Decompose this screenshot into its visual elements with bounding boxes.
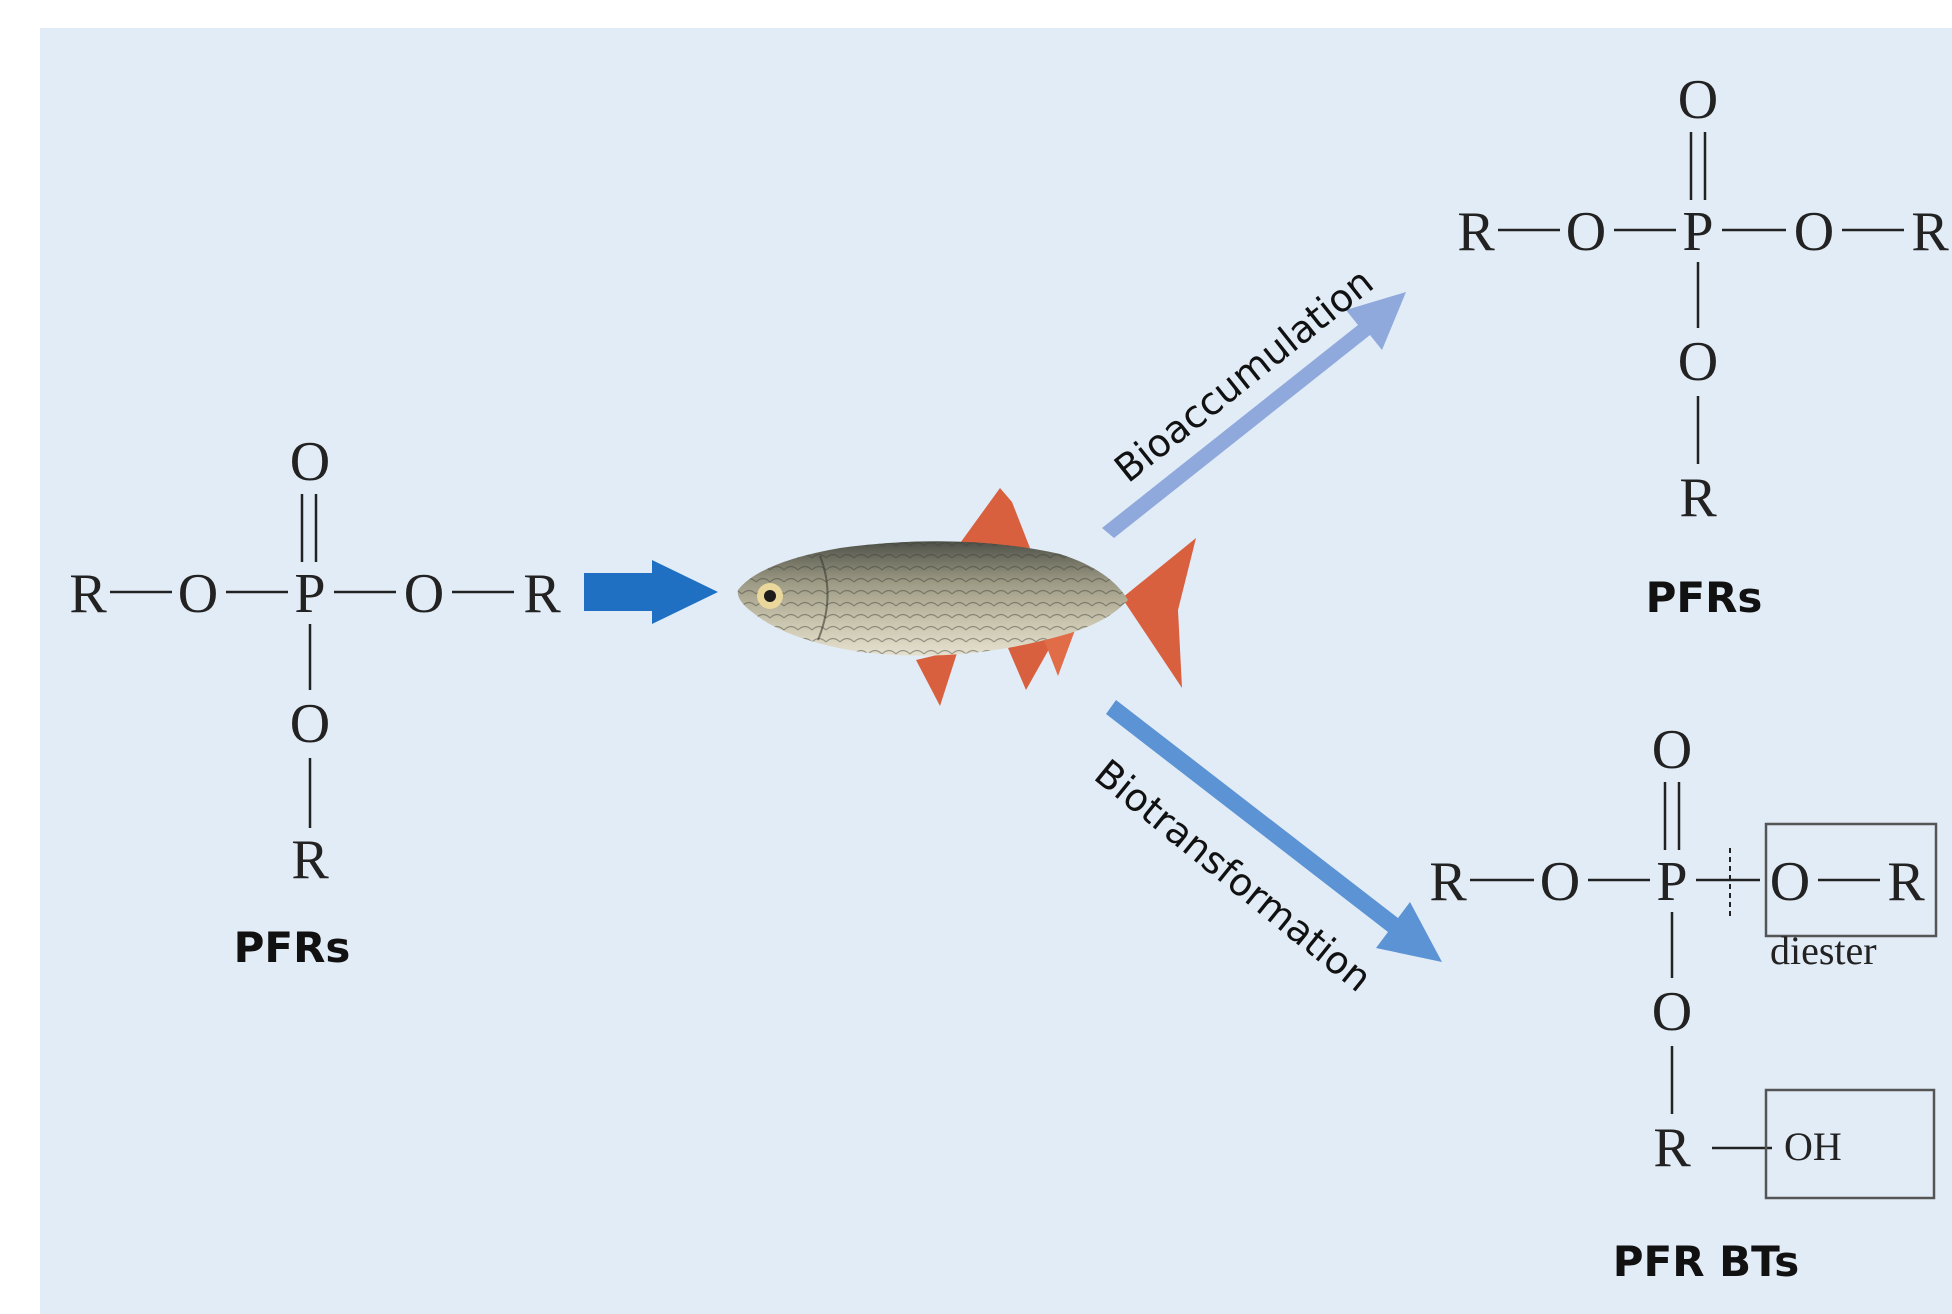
br-atom-o-left: O [1540,851,1580,913]
tr-atom-o-left: O [1566,201,1606,263]
br-atom-r-right: R [1887,851,1925,913]
left-caption: PFRs [234,923,351,972]
top-right-caption: PFRs [1646,573,1763,622]
left-atom-o-bottom: O [290,693,330,755]
br-hydroxyl-label: OH [1784,1124,1842,1169]
br-diester-label: diester [1770,928,1877,973]
bottom-right-caption: PFR BTs [1613,1237,1800,1286]
tr-atom-r-right: R [1911,201,1949,263]
br-atom-r-left: R [1429,851,1467,913]
left-atom-o-right: O [404,563,444,625]
br-atom-o-bottom: O [1652,981,1692,1043]
left-atom-r-left: R [69,563,107,625]
br-atom-o-top: O [1652,719,1692,781]
tr-atom-o-right: O [1794,201,1834,263]
tr-atom-o-bottom: O [1678,331,1718,393]
tr-atom-r-bottom: R [1679,467,1717,529]
br-atom-r-bottom: R [1653,1117,1691,1179]
tr-atom-p: P [1682,201,1713,263]
left-atom-p: P [294,563,325,625]
left-atom-o-left: O [178,563,218,625]
left-atom-r-right: R [523,563,561,625]
tr-atom-r-left: R [1457,201,1495,263]
br-atom-p: P [1656,851,1687,913]
br-atom-o-right: O [1770,851,1810,913]
tr-atom-o-top: O [1678,69,1718,131]
left-atom-o-top: O [290,431,330,493]
fish-pupil [764,590,776,602]
left-atom-r-bottom: R [291,829,329,891]
